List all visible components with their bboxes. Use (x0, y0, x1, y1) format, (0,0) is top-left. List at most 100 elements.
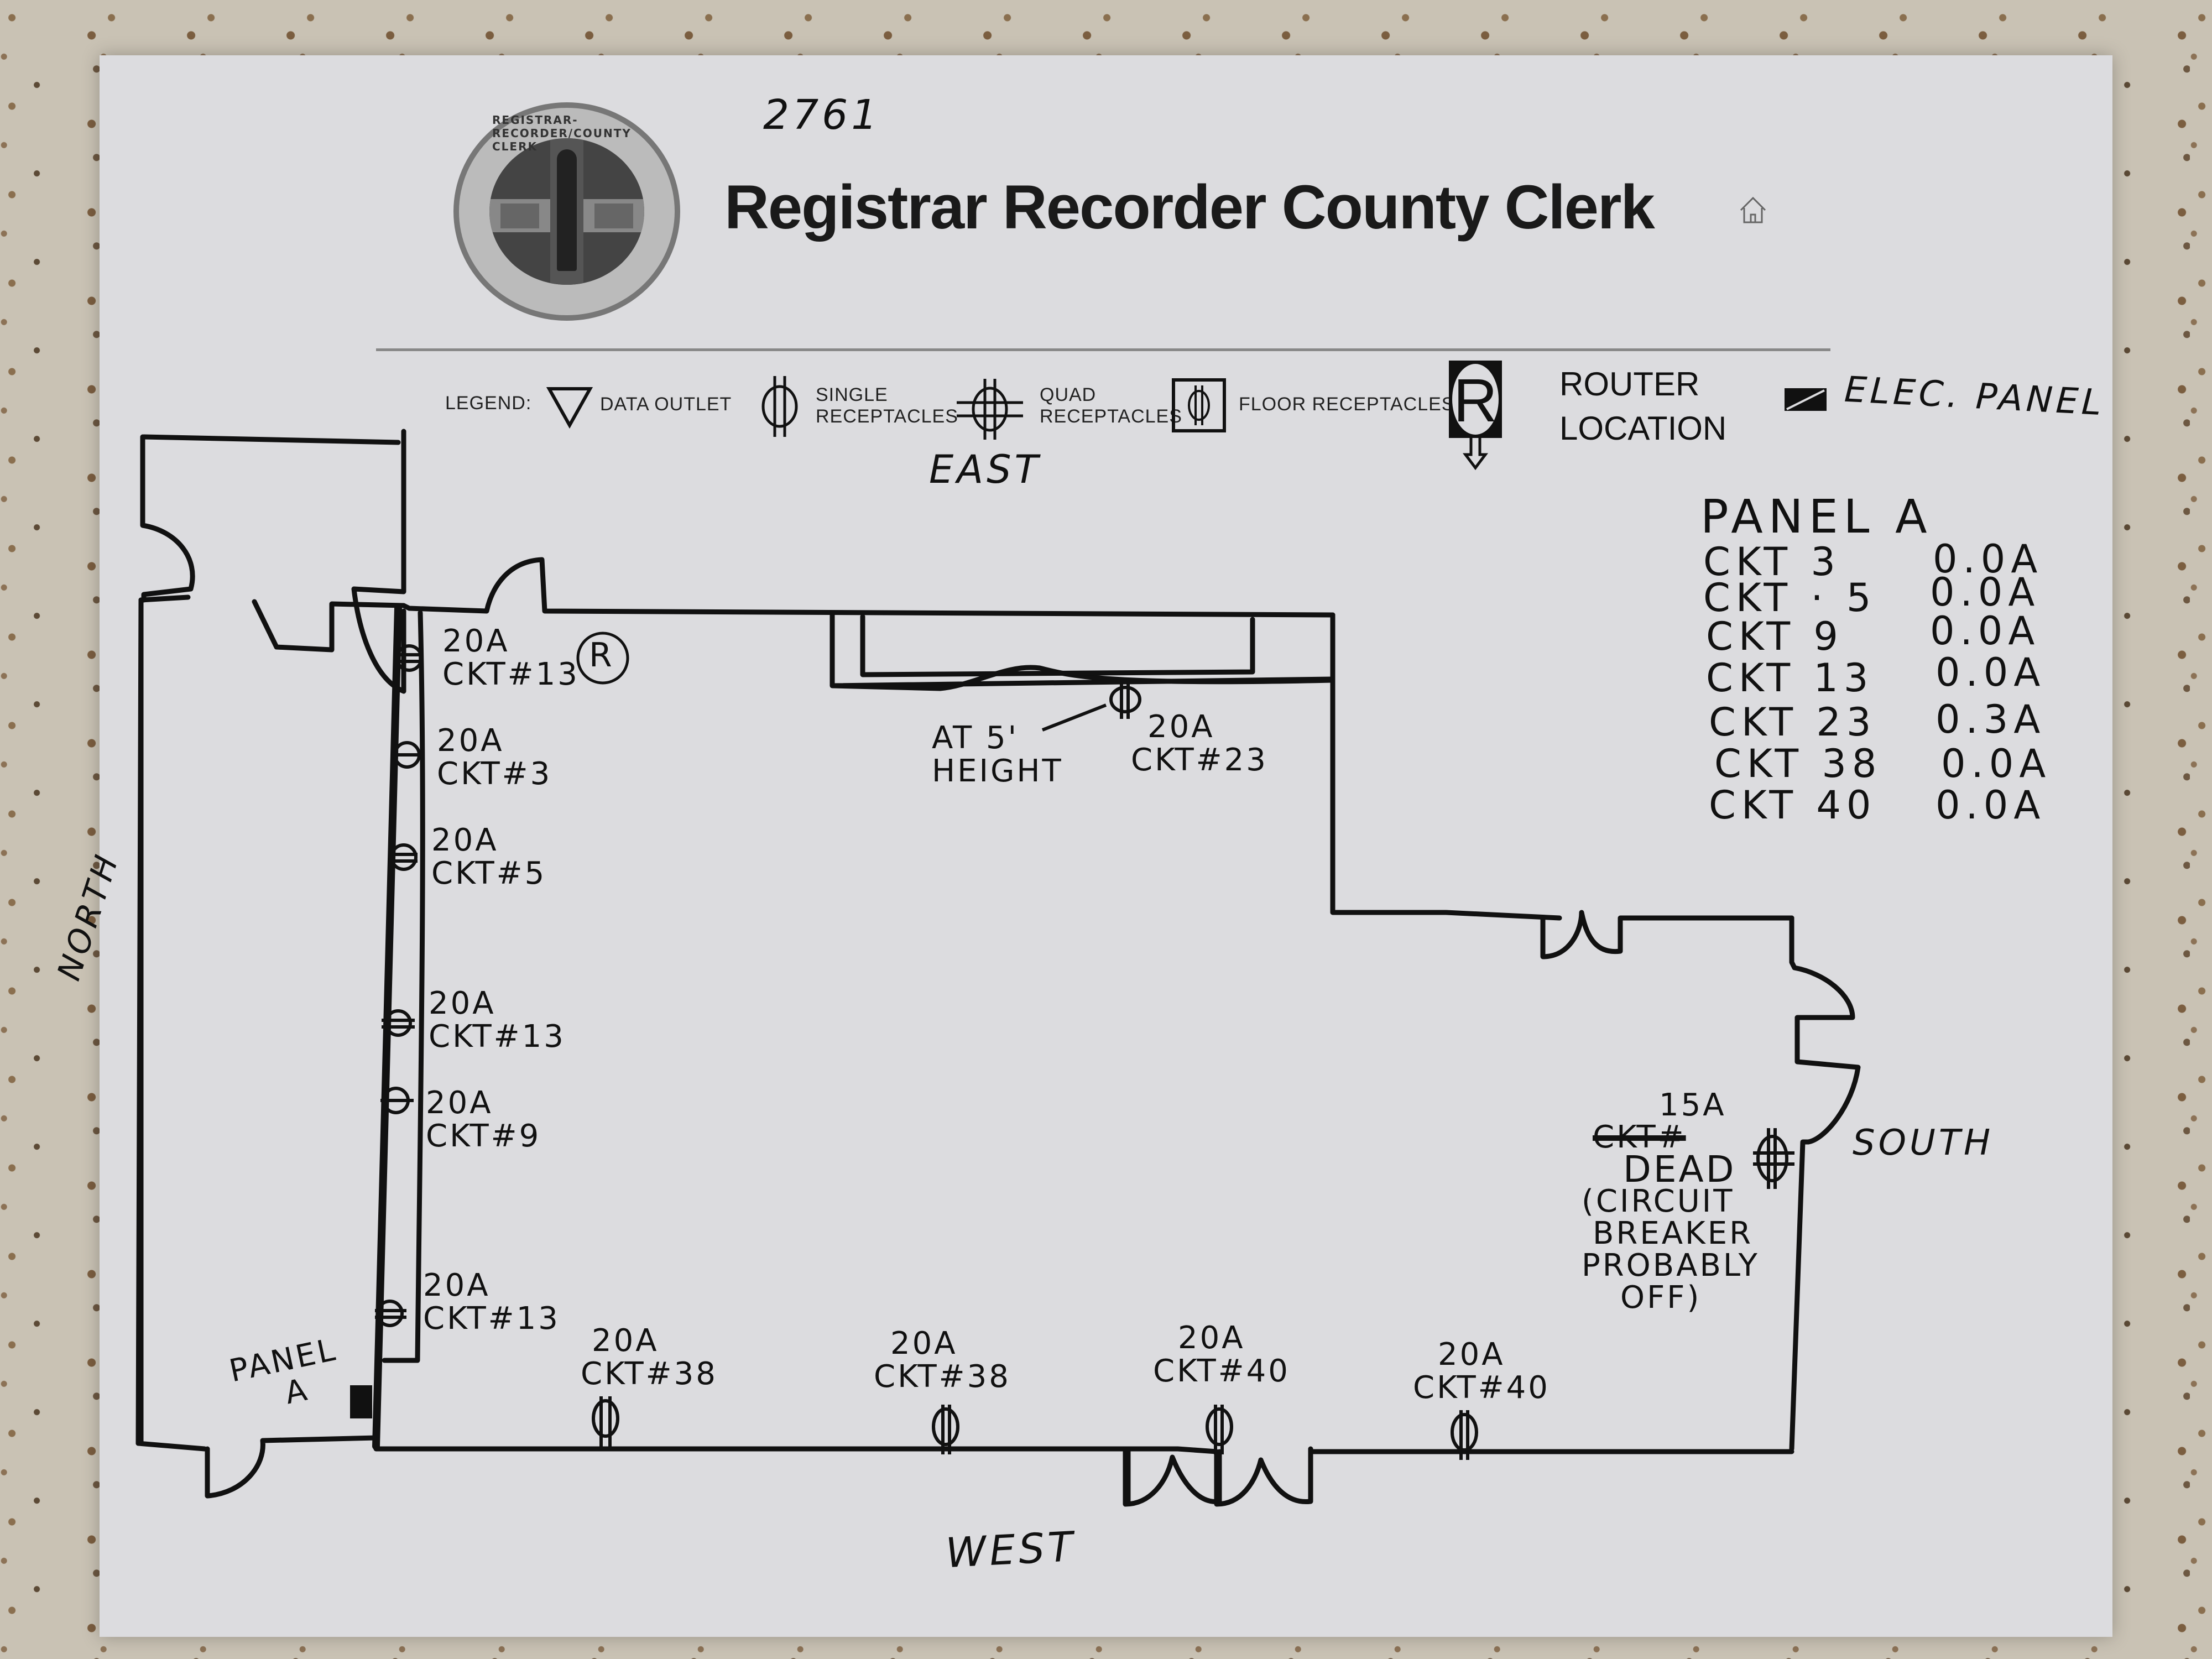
legend-quad-line2: RECEPTACLES (1040, 406, 1182, 427)
home-icon[interactable] (1736, 194, 1770, 227)
outlet-circuit: CKT#40 (1413, 1370, 1550, 1406)
south-outlet-struck: CKT# (1593, 1119, 1686, 1155)
wall-south (1789, 915, 1861, 1452)
outlet-label-north-4: 20A CKT#13 (429, 987, 566, 1053)
electrical-panel-marker (350, 1385, 372, 1418)
legend-router-location-label: ROUTER LOCATION (1559, 362, 1726, 451)
outlet-circuit: CKT#5 (431, 855, 547, 891)
panel-row-amps: 0.3A (1936, 697, 2046, 742)
wall-east-door (1540, 910, 1794, 959)
outlet-label-north-5: 20A CKT#9 (426, 1087, 541, 1153)
single-receptacle-icon (1451, 1410, 1478, 1460)
outlet-rating: 20A (592, 1323, 659, 1359)
legend-quad-line1: QUAD (1040, 384, 1097, 405)
legend-router-line1: ROUTER (1559, 366, 1700, 403)
outlet-rating: 20A (1147, 709, 1215, 745)
wall-north-inner (382, 610, 425, 1363)
wall-east-step (1330, 612, 1562, 921)
outlet-label-north-6: 20A CKT#13 (423, 1269, 560, 1335)
outlet-circuit: CKT#40 (1153, 1353, 1290, 1389)
south-outlet-note-line: (CIRCUIT (1582, 1183, 1735, 1219)
wall-vestibule-left (140, 434, 195, 603)
legend-single-line1: SINGLE (816, 384, 888, 405)
outlet-label-west-3: 20A CKT#40 (1153, 1322, 1290, 1388)
wall-west-door (1123, 1446, 1222, 1507)
outlet-note-line2: HEIGHT (932, 753, 1063, 789)
single-receptacle-icon (390, 843, 418, 871)
legend-single-receptacle-label: SINGLE RECEPTACLES (816, 384, 958, 427)
outlet-label-north-1: 20A CKT#13 (442, 625, 580, 691)
seal-top-text: REGISTRAR-RECORDER/COUNTY CLERK (492, 113, 632, 153)
single-receptacle-icon (1041, 680, 1141, 732)
south-outlet-status: DEAD (1623, 1148, 1736, 1191)
panel-row-amps: 0.0A (1936, 782, 2046, 828)
outlet-rating: 20A (429, 985, 496, 1021)
single-receptacle-icon (1206, 1405, 1233, 1454)
header-divider (376, 348, 1830, 351)
handwritten-page-number: 2761 (763, 91, 881, 139)
floor-receptacle-icon (1172, 378, 1226, 432)
south-outlet-note-line: OFF) (1620, 1280, 1702, 1316)
legend-quad-receptacle-label: QUAD RECEPTACLES (1040, 384, 1182, 427)
outlet-note-at-height: AT 5' HEIGHT (932, 722, 1063, 788)
outlet-label-east-1: 20A CKT#23 (1131, 711, 1268, 777)
panel-row-amps: 0.0A (1933, 536, 2043, 582)
outlet-rating: 20A (426, 1085, 493, 1121)
outlet-label-west-1: 20A CKT#38 (581, 1324, 718, 1391)
router-marker-circle (576, 632, 629, 685)
outlet-rating: 20A (423, 1267, 491, 1303)
outlet-rating: 20A (1178, 1320, 1245, 1356)
router-marker-label: R (589, 636, 615, 675)
quad-receptacle-icon (957, 379, 1023, 440)
panel-table-title: PANEL A (1700, 489, 1933, 544)
south-outlet-note: 15A CKT# DEAD (CIRCUIT BREAKER PROBABLY … (1582, 1089, 1760, 1314)
panel-row-circuit: CKT 3 (1703, 539, 1841, 585)
outlet-label-north-3: 20A CKT#5 (431, 824, 546, 890)
outlet-rating: 20A (890, 1326, 958, 1361)
router-location-icon: R (1449, 361, 1502, 470)
panel-row-amps: 0.0A (1930, 570, 2041, 615)
outlet-circuit: CKT#38 (581, 1356, 718, 1392)
legend-data-outlet-label: DATA OUTLET (600, 394, 732, 415)
panel-table-row-amps: 0.0A (1936, 650, 2046, 695)
single-receptacle-icon (761, 376, 798, 437)
panel-row-circuit: CKT 38 (1714, 741, 1882, 786)
outlet-rating: 20A (442, 623, 510, 659)
county-seal-logo: REGISTRAR-RECORDER/COUNTY CLERK (453, 102, 680, 321)
single-receptacle-icon (375, 1300, 406, 1327)
panel-table-row: CKT 23 (1709, 700, 1876, 745)
outlet-rating: 20A (1438, 1337, 1505, 1373)
legend-label: LEGEND: (445, 393, 532, 414)
outlet-circuit: CKT#13 (442, 656, 580, 692)
panel-table-row-amps: 0.0A (1930, 570, 2040, 615)
panel-table-row-amps: 0.0A (1933, 536, 2043, 582)
single-receptacle-icon (932, 1405, 959, 1454)
panel-table-row-amps: 0.0A (1936, 782, 2046, 828)
outlet-circuit: CKT#38 (874, 1359, 1011, 1395)
panel-table-row: CKT 40 (1709, 782, 1876, 828)
electrical-panel-icon (1785, 388, 1827, 411)
single-receptacle-icon (395, 644, 423, 672)
south-outlet-note-line: PROBABLY (1582, 1248, 1760, 1284)
outlet-note-line1: AT 5' (932, 720, 1019, 756)
outlet-circuit: CKT#13 (429, 1019, 566, 1055)
south-outlet-note-line: BREAKER (1593, 1215, 1754, 1251)
panel-row-amps: 0.0A (1941, 741, 2052, 786)
outlet-circuit: CKT#23 (1131, 742, 1268, 778)
wall-north-top (138, 557, 1335, 653)
panel-table-row-amps: 0.0A (1941, 741, 2051, 786)
panel-row-circuit: CKT 40 (1709, 782, 1877, 828)
outlet-label-north-2: 20A CKT#3 (437, 724, 552, 791)
outlet-circuit: CKT#9 (426, 1118, 541, 1154)
panel-row-circuit: CKT 9 (1706, 614, 1844, 659)
panel-row-circuit: CKT · 5 (1703, 575, 1877, 620)
outlet-rating: 20A (431, 822, 499, 858)
panel-table-row-amps: 0.0A (1930, 608, 2040, 654)
legend-router-line2: LOCATION (1559, 410, 1727, 447)
page-title: Registrar Recorder County Clerk (724, 173, 1655, 242)
outlet-circuit: CKT#3 (437, 756, 552, 792)
outlet-circuit: CKT#13 (423, 1301, 560, 1337)
legend-single-line2: RECEPTACLES (816, 406, 958, 427)
